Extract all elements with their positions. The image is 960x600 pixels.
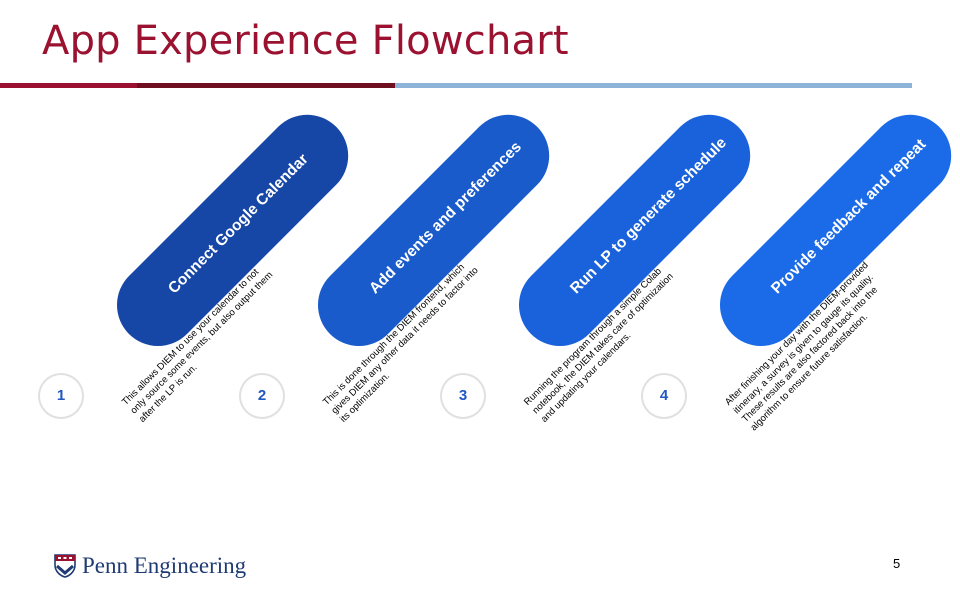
page-number: 5 xyxy=(893,556,901,571)
step-number-badge: 3 xyxy=(442,375,484,417)
title-rule-dark xyxy=(137,83,395,88)
step-number-badge: 4 xyxy=(643,375,685,417)
penn-shield-icon xyxy=(54,554,76,578)
flow-step-4: Provide feedback and repeat 4 After fini… xyxy=(603,0,960,600)
flow-step-2: Add events and preferences 2 This is don… xyxy=(201,0,567,600)
penn-engineering-logo: Penn Engineering xyxy=(54,553,246,579)
title-rule-blue xyxy=(395,83,912,88)
slide-title: App Experience Flowchart xyxy=(42,18,569,64)
logo-text: Penn Engineering xyxy=(82,553,247,578)
step-number-badge: 2 xyxy=(241,375,283,417)
flow-step-1: Connect Google Calendar 1 This allows DI… xyxy=(0,0,366,600)
flow-step-3: Run LP to generate schedule 3 Running th… xyxy=(402,0,768,600)
step-number-badge: 1 xyxy=(40,375,82,417)
